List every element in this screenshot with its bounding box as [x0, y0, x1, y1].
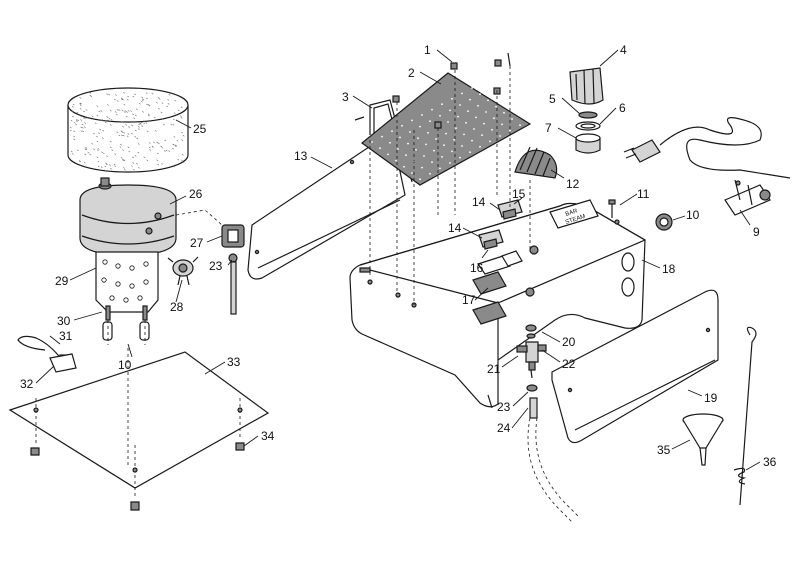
callout-35: 35 [657, 443, 671, 457]
part-11-screw [608, 199, 620, 225]
part-2-cup-tray [361, 70, 551, 186]
part-10-grommet [655, 213, 673, 231]
callout-30: 30 [57, 314, 71, 328]
callout-21: 21 [487, 362, 501, 376]
callout-10-left: 10 [118, 358, 132, 372]
callout-18: 18 [662, 262, 676, 276]
part-26-boiler-tank [79, 177, 177, 256]
callout-20: 20 [562, 335, 576, 349]
callout-24: 24 [497, 421, 511, 435]
part-29-heating-element [95, 251, 159, 313]
part-28-thermostat [167, 256, 199, 286]
part-4-7-steam-knob [569, 67, 604, 154]
callout-36: 36 [763, 455, 777, 469]
callout-15: 15 [512, 187, 526, 201]
callout-11: 11 [637, 187, 650, 201]
callout-17: 17 [462, 293, 476, 307]
callout-9: 9 [753, 225, 760, 239]
part-23-pipe-fitting [228, 253, 238, 315]
part-12-knob-cover [514, 146, 558, 179]
callout-14-bottom: 14 [448, 221, 462, 235]
callout-22: 22 [562, 357, 576, 371]
callout-31: 31 [59, 329, 73, 343]
callout-13: 13 [294, 149, 308, 163]
callout-32: 32 [20, 377, 34, 391]
callout-25: 25 [193, 122, 207, 136]
part-35-funnel [682, 413, 724, 466]
part-27-pressure-switch [175, 209, 245, 248]
callout-16: 16 [470, 261, 484, 275]
callout-28: 28 [170, 300, 184, 314]
callout-2: 2 [408, 66, 415, 80]
callout-12: 12 [566, 177, 580, 191]
part-17-switch-panel [472, 250, 523, 325]
label-plate-line1: BAR [565, 208, 579, 218]
part-1-screws [354, 52, 511, 129]
callout-3: 3 [342, 90, 349, 104]
part-14-16-switches [478, 199, 523, 250]
part-36-probe-rod [733, 326, 757, 506]
callout-33: 33 [227, 355, 241, 369]
part-34-feet [30, 442, 245, 511]
callout-29: 29 [55, 274, 69, 288]
callout-labels: 1 2 3 4 5 6 7 9 10 10 11 12 13 14 14 15 … [20, 43, 777, 469]
callout-27: 27 [190, 236, 204, 250]
part-9-cable-clamp [724, 179, 771, 216]
part-19-right-side-panel [551, 289, 719, 444]
assembly-lines [107, 66, 531, 345]
callout-7: 7 [545, 121, 552, 135]
callout-5: 5 [549, 92, 556, 106]
callout-19: 19 [704, 391, 718, 405]
part-25-insulation-cover [67, 87, 189, 173]
callout-6: 6 [619, 101, 626, 115]
callout-26: 26 [189, 187, 203, 201]
callout-4: 4 [620, 43, 627, 57]
speckle-texture [69, 91, 185, 172]
part-31-32-cable [17, 335, 77, 373]
callout-14-top: 14 [472, 195, 486, 209]
callout-23-right: 23 [497, 400, 511, 414]
part-10-terminal-caps [102, 321, 150, 341]
part-33-base-plate [8, 348, 270, 498]
callout-34: 34 [261, 429, 275, 443]
part-20-22-steam-valve [516, 324, 547, 379]
leader-lines [35, 49, 761, 471]
callout-23-left: 23 [209, 259, 223, 273]
power-cord-plug [623, 117, 791, 179]
part-23-24-hose [526, 384, 581, 523]
callout-10-right: 10 [686, 208, 700, 222]
callout-1: 1 [424, 43, 431, 57]
